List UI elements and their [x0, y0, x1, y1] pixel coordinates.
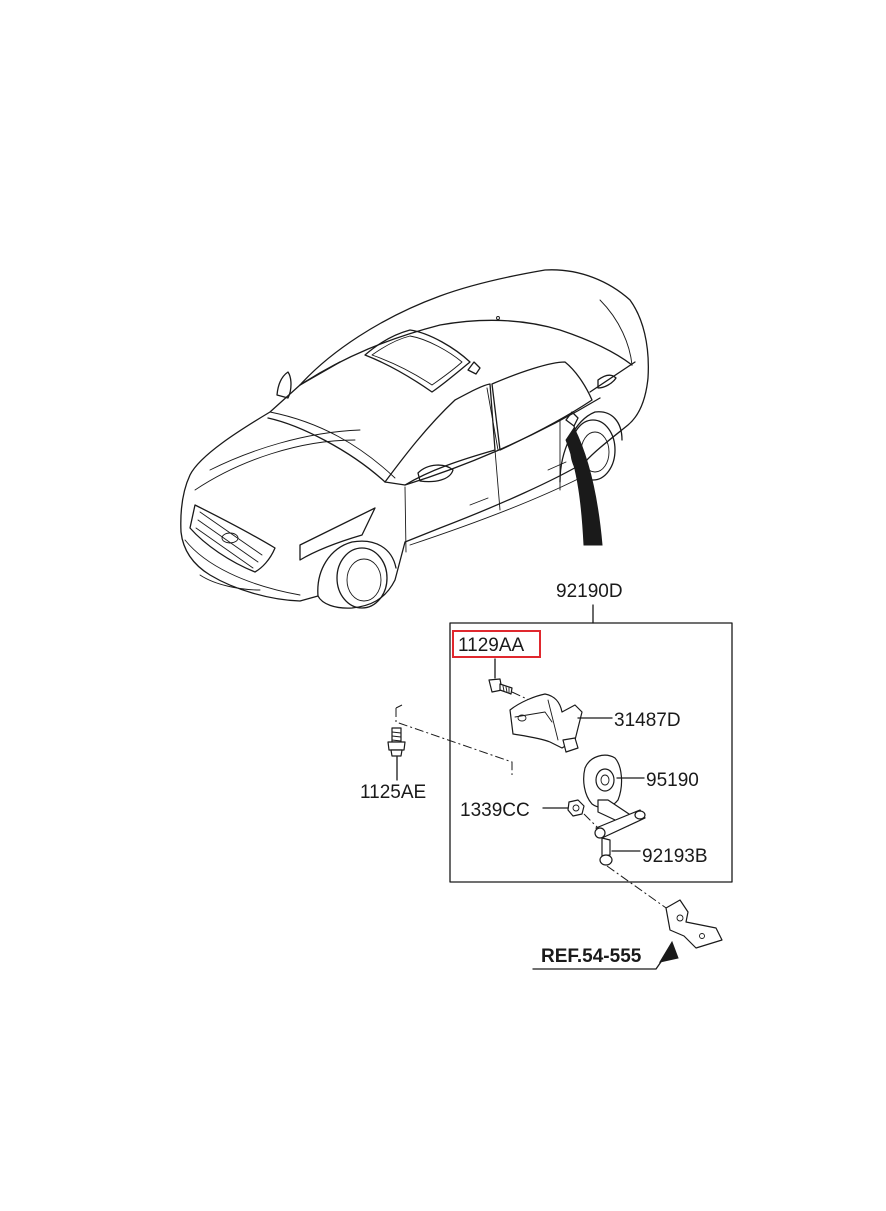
- sensor-95190-part: [583, 754, 633, 827]
- highlight-box-1129aa: [452, 630, 541, 658]
- mounting-line-ref: [606, 865, 677, 916]
- link-92193b-part: [594, 809, 646, 866]
- bracket-31487d-part: [509, 693, 583, 753]
- location-pointer-arrow: [565, 427, 603, 546]
- label-92190d: 92190D: [556, 581, 623, 602]
- assembly-box: [449, 622, 733, 883]
- label-95190: 95190: [646, 770, 699, 791]
- label-1125ae: 1125AE: [360, 782, 426, 803]
- label-ref-54-555: REF.54-555: [541, 946, 642, 967]
- nut-1339cc-part: [567, 799, 585, 817]
- car-illustration: [180, 269, 649, 609]
- mounting-line-1125ae: [395, 704, 513, 775]
- label-31487d: 31487D: [614, 710, 681, 731]
- bolt-1129aa-part: [488, 678, 513, 695]
- label-92193b: 92193B: [642, 846, 708, 867]
- bolt-1125ae-part: [387, 727, 406, 757]
- reference-bracket-part: [665, 899, 723, 949]
- label-1339cc: 1339CC: [460, 800, 530, 821]
- label-1129aa: 1129AA: [458, 635, 525, 656]
